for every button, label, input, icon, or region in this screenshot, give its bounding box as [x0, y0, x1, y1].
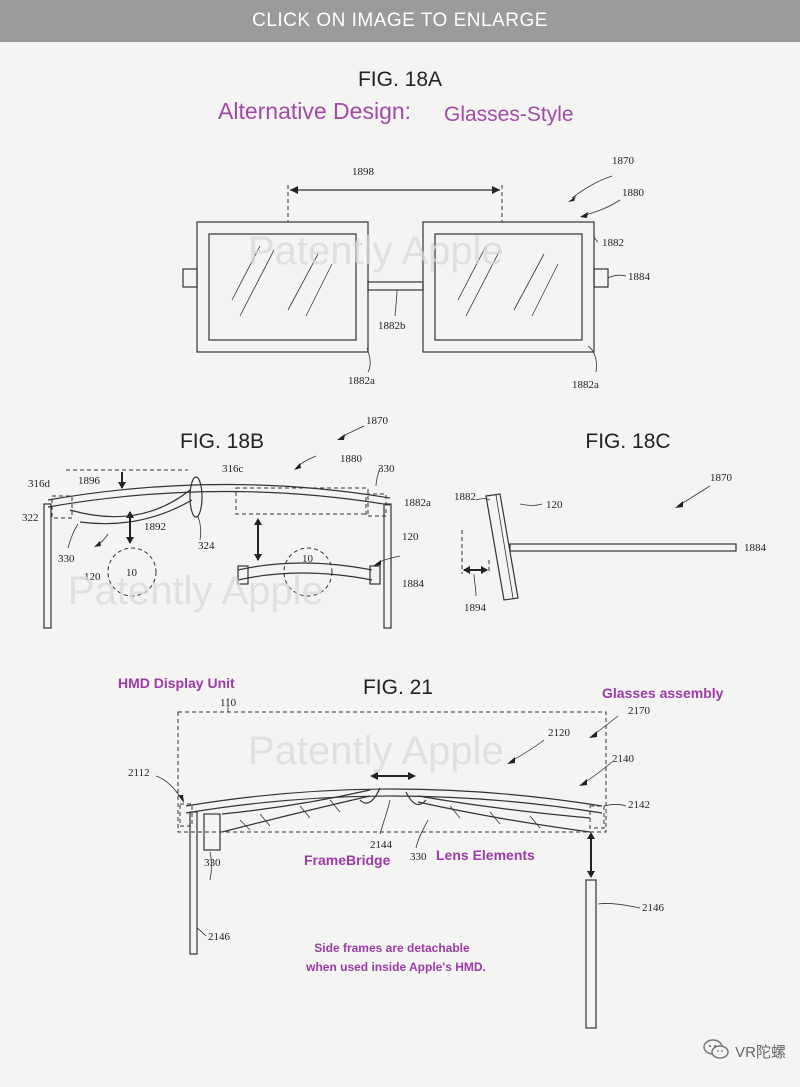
ref-1880: 1880: [622, 187, 645, 199]
fig18c-ref-120: 120: [546, 499, 563, 511]
fig21-assembly: [155, 698, 641, 1029]
fig18b-title: FIG. 18B: [180, 430, 264, 453]
fig18c-ref-1882: 1882: [454, 491, 476, 503]
note-line-1: Side frames are detachable: [314, 941, 470, 955]
fig21-title: FIG. 21: [363, 676, 433, 699]
fig18b-ref-120b: 120: [402, 531, 419, 543]
ref-1882a-right: 1882a: [572, 379, 599, 391]
fig21-ref-2140: 2140: [612, 753, 635, 765]
label-framebridge: FrameBridge: [304, 852, 391, 868]
watermark-1: Patently Apple: [248, 229, 504, 273]
fig18a-subtitle-a: Alternative Design:: [218, 98, 411, 124]
ref-1882: 1882: [602, 237, 624, 249]
fig18b-ref-330b: 330: [58, 553, 75, 565]
fig21-ref-2120: 2120: [548, 727, 571, 739]
fig21-ref-2170: 2170: [628, 705, 651, 717]
fig18b-ref-10b: 10: [302, 553, 314, 565]
patent-drawing: FIG. 18A Alternative Design: Glasses-Sty…: [22, 68, 767, 1029]
source-name: VR陀螺: [735, 1043, 786, 1061]
watermark-3: Patently Apple: [248, 729, 504, 773]
fig18b-ref-1870: 1870: [366, 415, 389, 427]
ref-1884: 1884: [628, 271, 651, 283]
fig21-ref-2146-left: 2146: [208, 931, 231, 943]
fig21-ref-110: 110: [220, 697, 237, 709]
fig21-ref-330b: 330: [410, 851, 427, 863]
fig18b-ref-1892: 1892: [144, 521, 166, 533]
fig18c-title: FIG. 18C: [585, 430, 670, 453]
fig18b-ref-1880: 1880: [340, 453, 363, 465]
fig18c-ref-1884: 1884: [744, 542, 767, 554]
wechat-icon: [703, 1038, 729, 1064]
fig18b-ref-1884: 1884: [402, 578, 425, 590]
fig18b-ref-10a: 10: [126, 567, 138, 579]
watermark-2: Patently Apple: [68, 569, 324, 613]
ref-1898: 1898: [352, 166, 375, 178]
fig18b-glasses: [43, 425, 401, 629]
fig18b-ref-330a: 330: [378, 463, 395, 475]
fig21-ref-2112: 2112: [128, 767, 150, 779]
fig21-ref-2144: 2144: [370, 839, 393, 851]
fig18c-ref-1894: 1894: [464, 602, 487, 614]
note-line-2: when used inside Apple's HMD.: [305, 960, 486, 974]
fig18b-ref-120a: 120: [84, 571, 101, 583]
fig18b-ref-322: 322: [22, 512, 39, 524]
fig18b-ref-316c: 316c: [222, 463, 244, 475]
fig21-ref-2142: 2142: [628, 799, 650, 811]
label-lens-elements: Lens Elements: [436, 847, 535, 863]
enlarge-banner[interactable]: CLICK ON IMAGE TO ENLARGE: [0, 0, 800, 42]
fig18c-glasses: [461, 485, 737, 601]
ref-1870: 1870: [612, 155, 635, 167]
fig18b-ref-1896: 1896: [78, 475, 101, 487]
fig18a-title: FIG. 18A: [358, 68, 442, 91]
fig21-ref-330a: 330: [204, 857, 221, 869]
ref-1882a-left: 1882a: [348, 375, 375, 387]
ref-1882b: 1882b: [378, 320, 406, 332]
fig18c-ref-1870: 1870: [710, 472, 733, 484]
fig18a-glasses: [182, 175, 627, 373]
fig21-ref-2146-right: 2146: [642, 902, 665, 914]
source-badge: VR陀螺: [703, 1038, 786, 1064]
label-hmd-display-unit: HMD Display Unit: [118, 675, 235, 691]
fig18b-ref-316d: 316d: [28, 478, 51, 490]
fig18a-subtitle-b: Glasses-Style: [444, 103, 574, 126]
patent-figures: FIG. 18A Alternative Design: Glasses-Sty…: [0, 42, 800, 1082]
fig18b-ref-324: 324: [198, 540, 215, 552]
label-glasses-assembly: Glasses assembly: [602, 685, 724, 701]
fig18b-ref-1882a: 1882a: [404, 497, 431, 509]
